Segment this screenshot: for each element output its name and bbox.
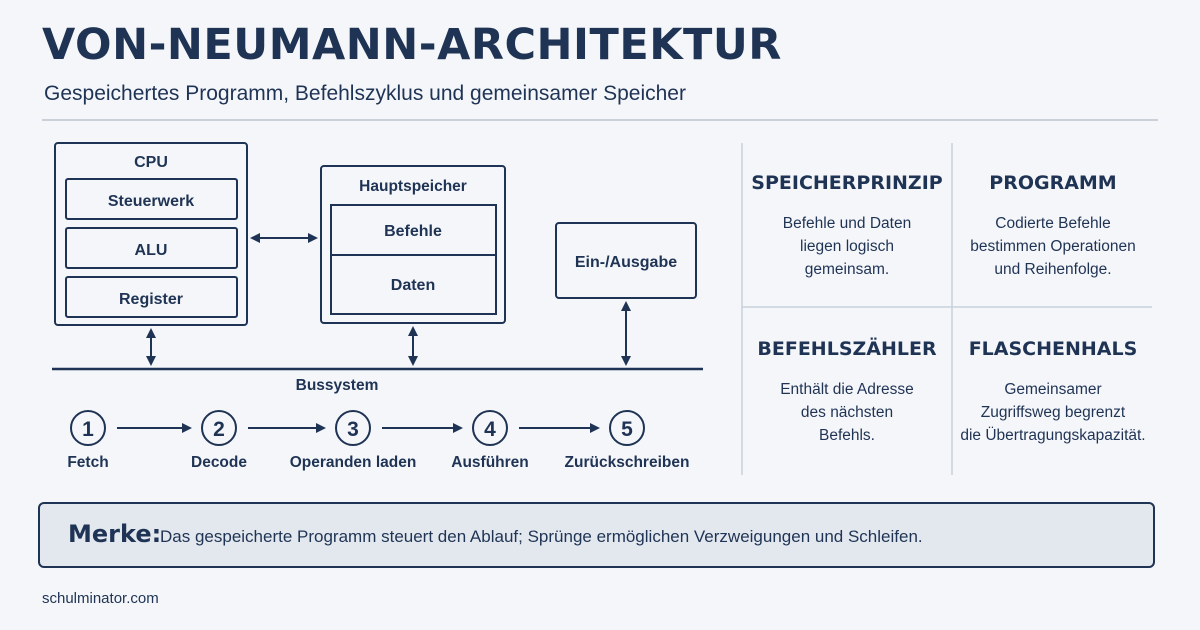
memory-section-data: Daten <box>391 277 435 294</box>
cpu-unit-register-label: Register <box>119 291 183 308</box>
memory-section-instructions: Befehle <box>384 223 442 240</box>
instruction-cycle: 1 Fetch 2 Decode 3 Operanden laden 4 Aus… <box>67 410 690 471</box>
note-label: Merke: <box>68 520 162 548</box>
cycle-step-circle <box>201 410 237 446</box>
cycle-step: 4 Ausführen <box>451 410 529 471</box>
cycle-step: 2 Decode <box>191 410 247 471</box>
cycle-step-label: Zurückschreiben <box>565 454 690 471</box>
panel-text-line: des nächsten <box>800 404 894 421</box>
panel-text-line: gemeinsam. <box>804 261 890 278</box>
panel-title: BEFEHLSZÄHLER <box>757 338 937 360</box>
cycle-step-label: Decode <box>191 454 247 471</box>
cpu-unit-control <box>65 178 238 220</box>
panel-text-line: Befehls. <box>818 427 875 444</box>
page-subtitle: Gespeichertes Programm, Befehlszyklus un… <box>44 82 686 105</box>
cycle-step-circle <box>335 410 371 446</box>
memory-inner-frame <box>330 204 497 315</box>
bus-label: Bussystem <box>296 377 379 394</box>
memory-label: Hauptspeicher <box>359 178 467 195</box>
panel-text-line: Befehle und Daten <box>782 215 912 232</box>
memory-frame <box>320 165 506 324</box>
cycle-step-circle <box>609 410 645 446</box>
panel-text: Enthält die Adresse des nächsten Befehls… <box>744 378 950 447</box>
cpu-frame <box>54 142 248 326</box>
cpu-unit-control-label: Steuerwerk <box>108 193 194 210</box>
header-divider <box>42 119 1158 121</box>
panel-text-line: die Übertragungskapazität. <box>960 427 1146 444</box>
cycle-step-label: Fetch <box>67 454 108 471</box>
cpu-label: CPU <box>134 154 168 171</box>
concept-panel-bottleneck: FLASCHENHALS Gemeinsamer Zugriffsweg beg… <box>950 338 1156 447</box>
concept-panel-program-counter: BEFEHLSZÄHLER Enthält die Adresse des nä… <box>744 338 950 447</box>
cycle-step-circle <box>472 410 508 446</box>
panel-text: Codierte Befehle bestimmen Operationen u… <box>950 212 1156 281</box>
cpu-block: CPU Steuerwerk ALU Register <box>54 142 248 326</box>
memory-block: Hauptspeicher Befehle Daten <box>320 165 506 324</box>
panel-text-line: Gemeinsamer <box>1004 381 1102 398</box>
panel-title: PROGRAMM <box>989 172 1117 194</box>
cpu-unit-alu-label: ALU <box>135 242 168 259</box>
page-title: VON-NEUMANN-ARCHITEKTUR <box>42 20 782 70</box>
cycle-step-number: 3 <box>347 418 359 441</box>
panel-title: FLASCHENHALS <box>968 338 1138 360</box>
cycle-step: 3 Operanden laden <box>290 410 417 471</box>
cycle-step: 5 Zurückschreiben <box>565 410 690 471</box>
panel-text-line: und Reihenfolge. <box>994 261 1112 278</box>
cpu-unit-register <box>65 276 238 318</box>
architecture-diagram: CPU Steuerwerk ALU Register Hauptspeiche… <box>52 142 1152 475</box>
cycle-step-label: Ausführen <box>451 454 529 471</box>
panel-text: Befehle und Daten liegen logisch gemeins… <box>744 212 950 281</box>
cycle-step: 1 Fetch <box>67 410 109 471</box>
panel-title: SPEICHERPRINZIP <box>751 172 943 194</box>
cycle-step-number: 5 <box>621 418 633 441</box>
panel-text: Gemeinsamer Zugriffsweg begrenzt die Übe… <box>950 378 1156 447</box>
concept-panel-memory-principle: SPEICHERPRINZIP Befehle und Daten liegen… <box>744 172 950 281</box>
note-box: Merke: Das gespeicherte Programm steuert… <box>38 502 1155 568</box>
footer-source: schulminator.com <box>42 590 159 607</box>
cpu-unit-alu <box>65 227 238 269</box>
cycle-step-circle <box>70 410 106 446</box>
note-text: Das gespeicherte Programm steuert den Ab… <box>160 527 923 546</box>
panel-text-line: Enthält die Adresse <box>780 381 914 398</box>
cycle-step-number: 1 <box>82 418 94 441</box>
cycle-step-label: Operanden laden <box>290 454 417 471</box>
panel-text-line: Codierte Befehle <box>995 215 1111 232</box>
concept-panel-program: PROGRAMM Codierte Befehle bestimmen Oper… <box>950 172 1156 281</box>
cycle-step-number: 4 <box>484 418 496 441</box>
io-block: Ein-/Ausgabe <box>555 222 697 299</box>
panel-text-line: liegen logisch <box>800 238 894 255</box>
io-label: Ein-/Ausgabe <box>575 254 677 271</box>
panel-text-line: bestimmen Operationen <box>970 238 1136 255</box>
cycle-step-number: 2 <box>213 418 225 441</box>
panel-text-line: Zugriffsweg begrenzt <box>980 404 1126 421</box>
io-frame <box>555 222 697 299</box>
